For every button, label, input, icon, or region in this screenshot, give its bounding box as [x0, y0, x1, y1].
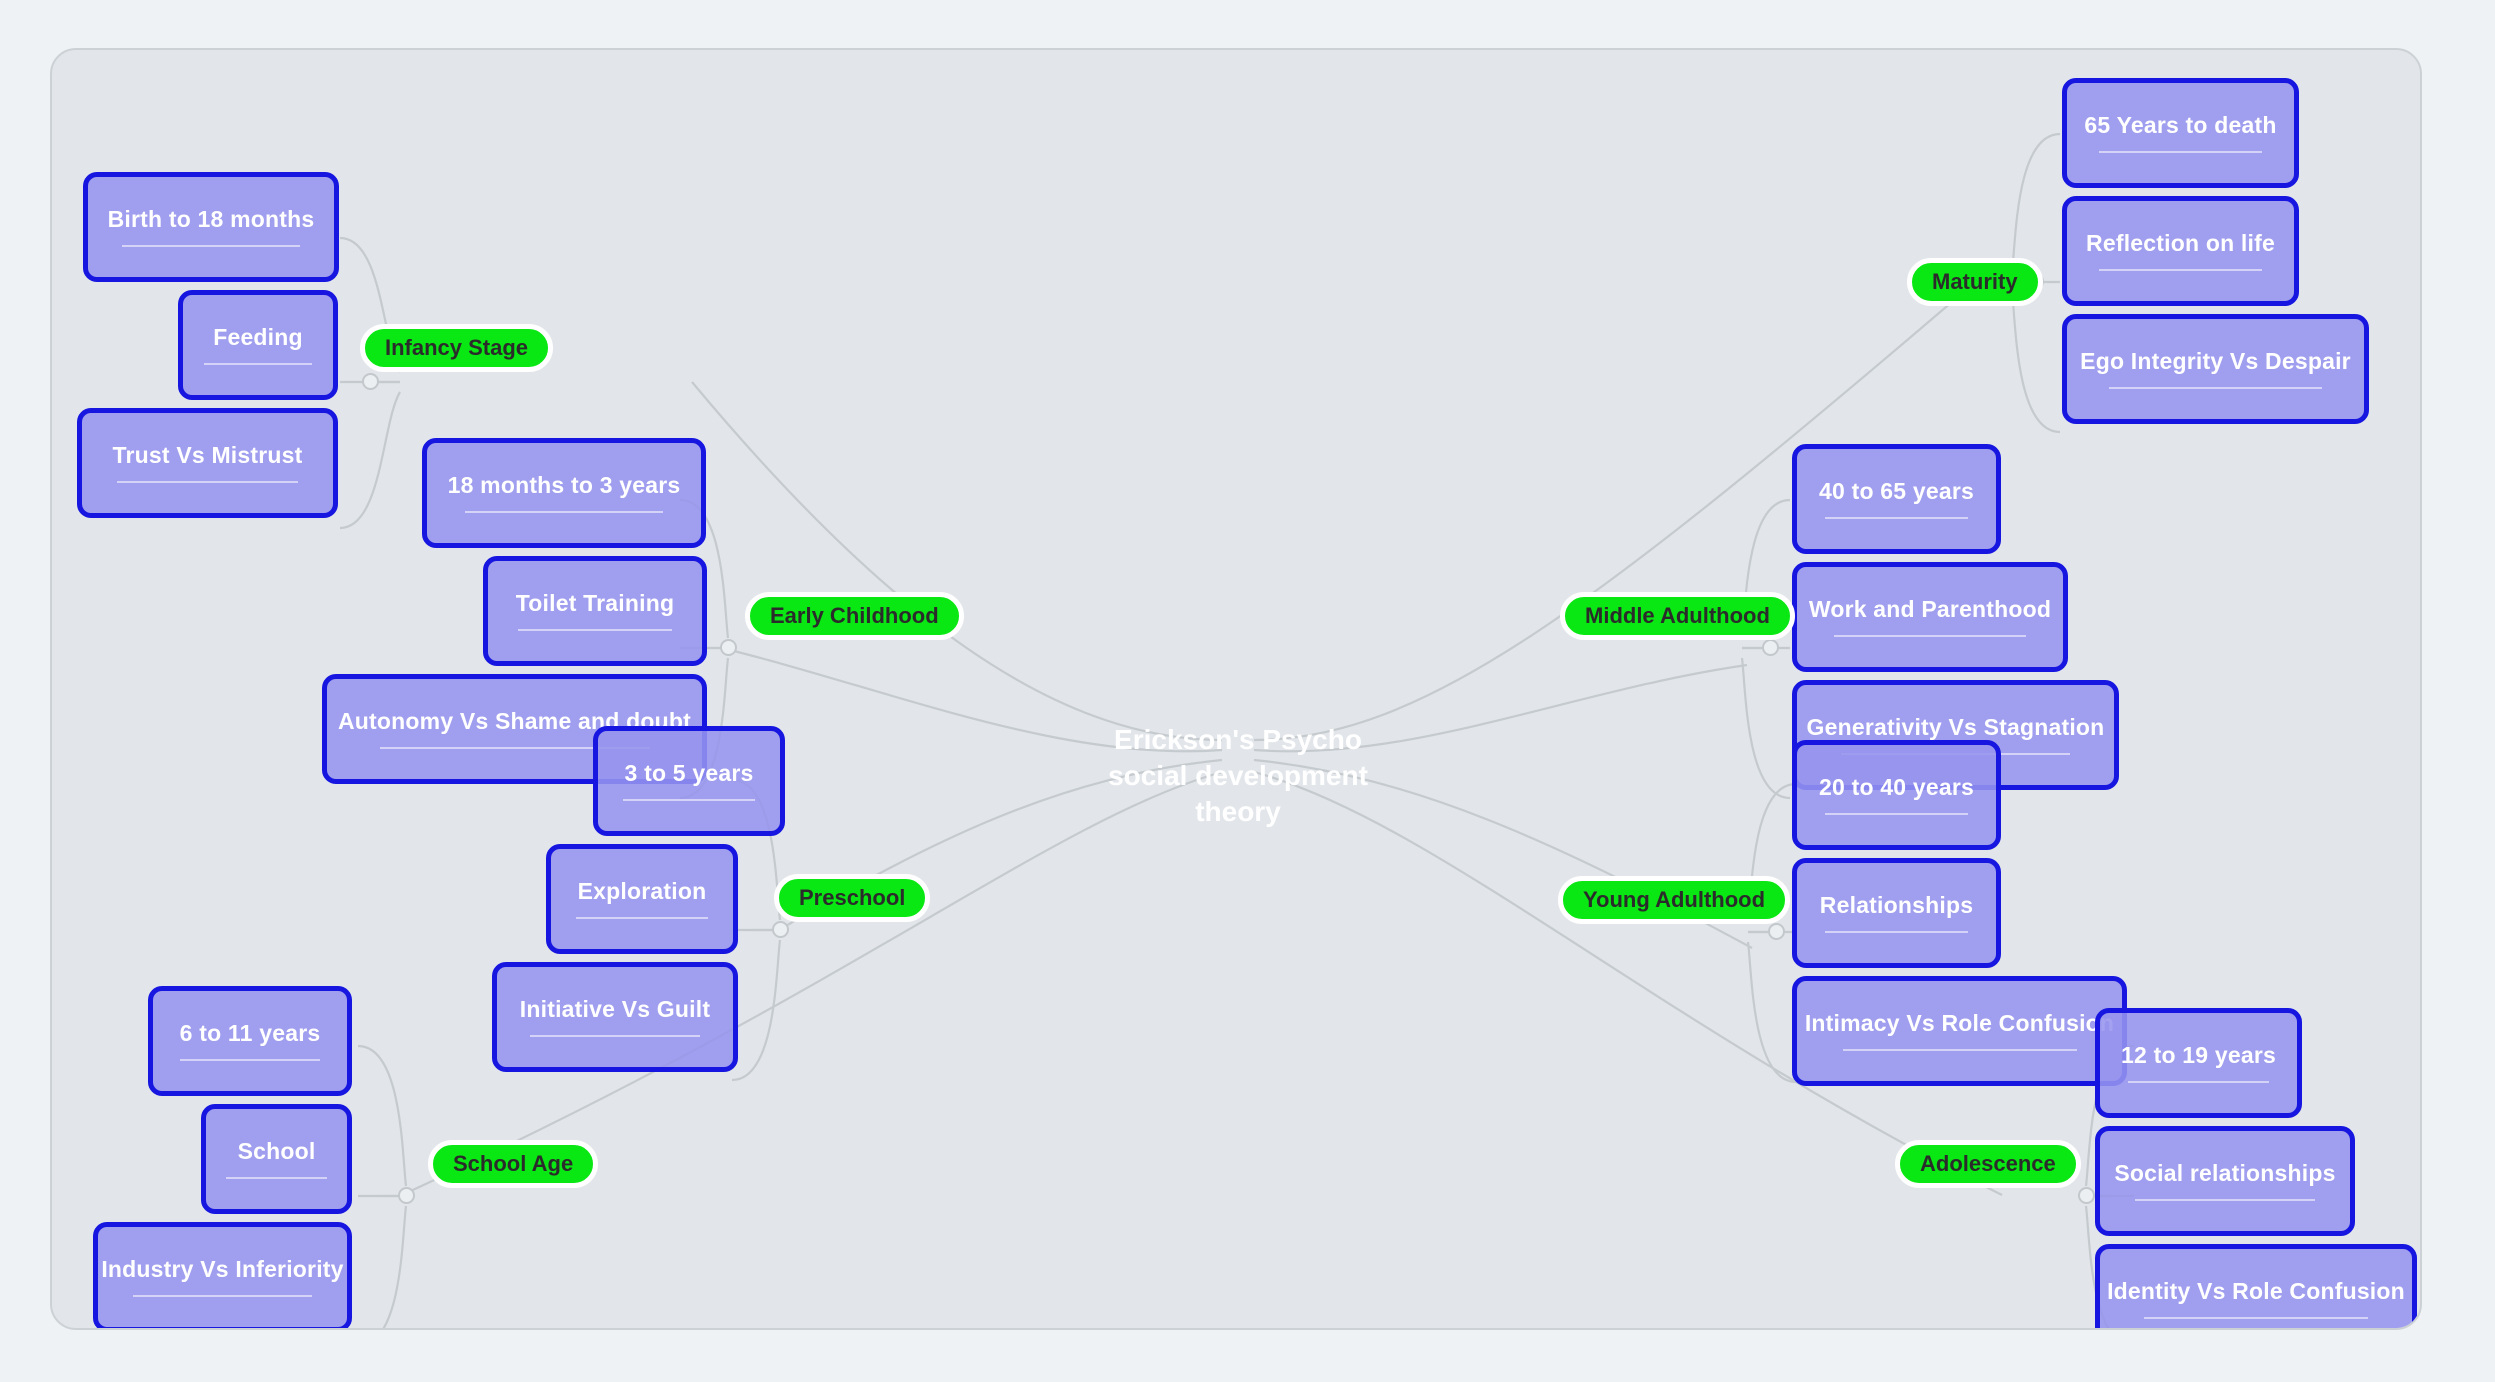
node-label: Birth to 18 months	[107, 205, 315, 232]
node-feeding[interactable]: Feeding	[178, 290, 338, 400]
stage-pill-early-childhood[interactable]: Early Childhood	[745, 592, 964, 640]
node-underline	[204, 362, 312, 365]
node-school[interactable]: School	[201, 1104, 352, 1214]
node-underline	[1824, 516, 1969, 519]
node-underline	[1842, 1048, 2077, 1051]
node-label: Reflection on life	[2086, 229, 2275, 256]
node-underline	[517, 628, 673, 631]
node-underline	[117, 480, 298, 483]
node-label: 3 to 5 years	[624, 759, 754, 786]
node-65-years-to-death[interactable]: 65 Years to death	[2062, 78, 2299, 188]
node-label: Trust Vs Mistrust	[112, 441, 303, 468]
node-18-months-to-3-years[interactable]: 18 months to 3 years	[422, 438, 706, 548]
node-label: School	[237, 1137, 316, 1164]
stage-pill-infancy[interactable]: Infancy Stage	[360, 324, 554, 372]
node-underline	[530, 1034, 700, 1037]
branch-hub-adolescence[interactable]	[2078, 1187, 2095, 1204]
node-reflection-on-life[interactable]: Reflection on life	[2062, 196, 2299, 306]
node-label: Social relationships	[2114, 1159, 2336, 1186]
node-underline	[122, 244, 300, 247]
node-3-to-5-years[interactable]: 3 to 5 years	[593, 726, 785, 836]
node-underline	[180, 1058, 320, 1061]
node-label: Identity Vs Role Confusion	[2107, 1277, 2405, 1304]
node-label: Generativity Vs Stagnation	[1806, 713, 2105, 740]
node-work-and-parenthood[interactable]: Work and Parenthood	[1792, 562, 2068, 672]
node-label: 20 to 40 years	[1819, 773, 1974, 800]
node-underline	[225, 1176, 328, 1179]
node-label: Exploration	[577, 877, 707, 904]
branch-hub-young-adulthood[interactable]	[1768, 923, 1785, 940]
stage-pill-middle-adulthood[interactable]: Middle Adulthood	[1560, 592, 1795, 640]
node-20-to-40-years[interactable]: 20 to 40 years	[1792, 740, 2001, 850]
node-label: Intimacy Vs Role Confusion	[1804, 1009, 2115, 1036]
node-underline	[379, 746, 650, 749]
node-underline	[2108, 386, 2323, 389]
node-label: Toilet Training	[515, 589, 675, 616]
stage-pill-adolescence[interactable]: Adolescence	[1895, 1140, 2081, 1188]
stage-pill-preschool[interactable]: Preschool	[774, 874, 931, 922]
node-label: 18 months to 3 years	[447, 471, 681, 498]
node-underline	[2127, 1080, 2270, 1083]
branch-hub-early-childhood[interactable]	[720, 639, 737, 656]
branch-hub-school-age[interactable]	[398, 1187, 415, 1204]
node-label: 6 to 11 years	[179, 1019, 321, 1046]
root-node-title: Erickson's Psycho social development the…	[1108, 724, 1368, 827]
node-social-relationships[interactable]: Social relationships	[2095, 1126, 2355, 1236]
node-trust-vs-mistrust[interactable]: Trust Vs Mistrust	[77, 408, 338, 518]
node-label: 12 to 19 years	[2121, 1041, 2276, 1068]
node-initiative-vs-guilt[interactable]: Initiative Vs Guilt	[492, 962, 738, 1072]
mindmap-canvas[interactable]: Erickson's Psycho social development the…	[50, 48, 2422, 1330]
node-underline	[2098, 268, 2263, 271]
node-label: Feeding	[213, 323, 303, 350]
node-label: 65 Years to death	[2084, 111, 2277, 138]
node-underline	[1824, 812, 1969, 815]
node-underline	[623, 798, 755, 801]
node-label: Ego Integrity Vs Despair	[2080, 347, 2351, 374]
stage-pill-maturity[interactable]: Maturity	[1907, 258, 2043, 306]
node-label: Relationships	[1819, 891, 1974, 918]
node-label: Work and Parenthood	[1808, 595, 2052, 622]
node-underline	[1824, 930, 1969, 933]
node-label: Initiative Vs Guilt	[519, 995, 711, 1022]
node-underline	[132, 1294, 313, 1297]
node-toilet-training[interactable]: Toilet Training	[483, 556, 707, 666]
node-intimacy-vs-role-confusion[interactable]: Intimacy Vs Role Confusion	[1792, 976, 2127, 1086]
branch-hub-preschool[interactable]	[772, 921, 789, 938]
node-40-to-65-years[interactable]: 40 to 65 years	[1792, 444, 2001, 554]
node-12-to-19-years[interactable]: 12 to 19 years	[2095, 1008, 2302, 1118]
node-label: Industry Vs Inferiority	[101, 1255, 344, 1282]
node-underline	[2143, 1316, 2369, 1319]
node-underline	[2135, 1198, 2315, 1201]
node-identity-vs-role-confusion[interactable]: Identity Vs Role Confusion	[2095, 1244, 2417, 1328]
node-exploration[interactable]: Exploration	[546, 844, 738, 954]
node-underline	[576, 916, 708, 919]
branch-hub-middle-adulthood[interactable]	[1762, 639, 1779, 656]
node-relationships[interactable]: Relationships	[1792, 858, 2001, 968]
node-underline	[2098, 150, 2263, 153]
node-6-to-11-years[interactable]: 6 to 11 years	[148, 986, 352, 1096]
node-underline	[1834, 634, 2026, 637]
node-underline	[465, 510, 663, 513]
node-industry-vs-inferiority[interactable]: Industry Vs Inferiority	[93, 1222, 352, 1328]
node-ego-integrity-vs-despair[interactable]: Ego Integrity Vs Despair	[2062, 314, 2369, 424]
branch-hub-infancy[interactable]	[362, 373, 379, 390]
stage-pill-school-age[interactable]: School Age	[428, 1140, 599, 1188]
node-birth-to-18-months[interactable]: Birth to 18 months	[83, 172, 339, 282]
stage-pill-young-adulthood[interactable]: Young Adulthood	[1558, 876, 1791, 924]
node-label: 40 to 65 years	[1819, 477, 1974, 504]
